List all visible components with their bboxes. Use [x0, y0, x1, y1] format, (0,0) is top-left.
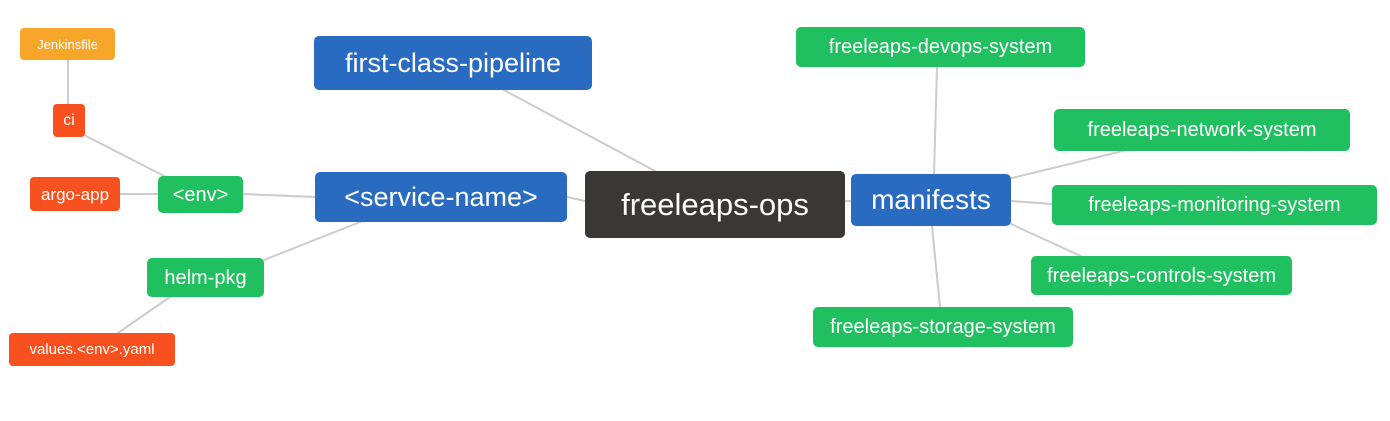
node-freeleaps-monitoring-system[interactable]: freeleaps-monitoring-system — [1052, 185, 1377, 225]
node-manifests[interactable]: manifests — [851, 174, 1011, 226]
edge-servicename-helmpkg — [263, 221, 361, 261]
edge-manifests-devops — [933, 66, 938, 175]
edge-servicename-root — [566, 196, 586, 202]
edge-helmpkg-values — [117, 296, 171, 334]
node-service-name[interactable]: <service-name> — [315, 172, 567, 222]
node-ci[interactable]: ci — [53, 104, 85, 137]
edge-pipeline-root — [501, 88, 656, 172]
node-helm-pkg[interactable]: helm-pkg — [147, 258, 264, 297]
node-first-class-pipeline[interactable]: first-class-pipeline — [314, 36, 592, 90]
edge-manifests-storage — [931, 225, 941, 308]
node-freeleaps-network-system[interactable]: freeleaps-network-system — [1054, 109, 1350, 151]
node-values-env-yaml[interactable]: values.<env>.yaml — [9, 333, 175, 366]
edge-manifests-monitoring — [1010, 200, 1053, 205]
node-freeleaps-ops-root[interactable]: freeleaps-ops — [585, 171, 845, 238]
edge-manifests-network — [1011, 150, 1124, 179]
node-env[interactable]: <env> — [158, 176, 243, 213]
node-argo-app[interactable]: argo-app — [30, 177, 120, 211]
node-freeleaps-devops-system[interactable]: freeleaps-devops-system — [796, 27, 1085, 67]
edge-env-servicename — [242, 193, 316, 198]
node-jenkinsfile[interactable]: Jenkinsfile — [20, 28, 115, 60]
node-freeleaps-controls-system[interactable]: freeleaps-controls-system — [1031, 256, 1292, 295]
edge-ci-env — [83, 134, 169, 179]
edge-manifests-controls — [1010, 223, 1086, 259]
node-freeleaps-storage-system[interactable]: freeleaps-storage-system — [813, 307, 1073, 347]
